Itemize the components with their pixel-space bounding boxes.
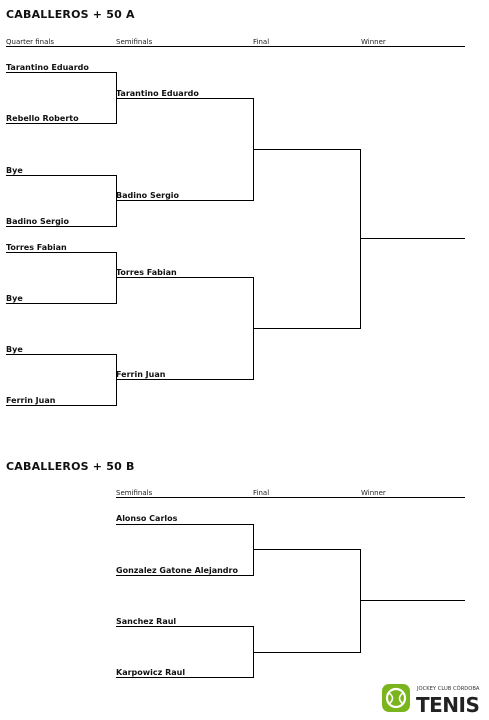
bracket-a-qf-player: Ferrin Juan [6, 396, 56, 405]
logo-club-text: JOCKEY CLUB CÓRDOBA [416, 685, 480, 692]
bracket-a-qf-player: Bye [6, 166, 23, 175]
bracket-a-sf-player: Badino Sergio [116, 191, 180, 200]
bracket-b-title: CABALLEROS + 50 B [6, 460, 135, 473]
bracket-b-sf-player: Sanchez Raul [116, 617, 177, 626]
jockey-club-tenis-logo: JOCKEY CLUB CÓRDOBA TENIS [381, 682, 485, 717]
tennis-ball-icon: JOCKEY CLUB CÓRDOBA TENIS [382, 684, 480, 717]
bracket-a-qf-player: Rebello Roberto [6, 114, 79, 123]
bracket-a-qf-player: Tarantino Eduardo [6, 63, 89, 72]
bracket-a-qf-player: Bye [6, 345, 23, 354]
bracket-a-sf-player: Torres Fabian [116, 268, 177, 277]
bracket-a-lines [6, 46, 465, 406]
bracket-a-sf-player: Ferrin Juan [116, 370, 166, 379]
bracket-b-header-semifinals: Semifinals [116, 489, 153, 497]
bracket-a-qf-player: Bye [6, 294, 23, 303]
bracket-b-sf-player: Gonzalez Gatone Alejandro [116, 566, 238, 575]
bracket-a-header-final: Final [253, 38, 270, 46]
bracket-b-header-winner: Winner [361, 489, 386, 497]
bracket-b-sf-player: Karpowicz Raul [116, 668, 186, 677]
bracket-a-title: CABALLEROS + 50 A [6, 8, 135, 21]
bracket-a-qf-player: Badino Sergio [6, 217, 70, 226]
bracket-a-header-winner: Winner [361, 38, 386, 46]
bracket-a-header-semifinals: Semifinals [116, 38, 153, 46]
logo-sport-text: TENIS [416, 693, 479, 714]
bracket-b-header-final: Final [253, 489, 270, 497]
bracket-a-sf-player: Tarantino Eduardo [116, 89, 199, 98]
bracket-b-sf-player: Alonso Carlos [116, 514, 178, 523]
bracket-a-qf-player: Torres Fabian [6, 243, 67, 252]
bracket-a-header-quarterfinals: Quarter finals [6, 38, 54, 46]
